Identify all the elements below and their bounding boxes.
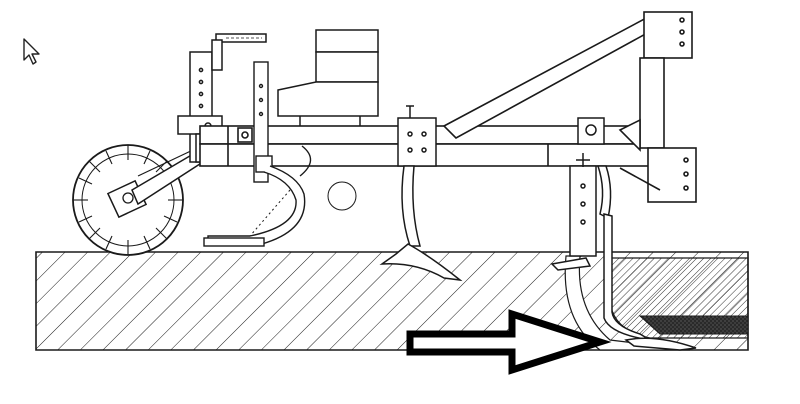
deep-shank	[550, 117, 697, 351]
diagonal-brace	[442, 11, 697, 203]
sweep-shoe	[379, 243, 463, 282]
seed-tube	[203, 61, 357, 247]
press-wheel	[72, 139, 215, 256]
deep-furrow-opener	[603, 213, 651, 341]
furrow-section	[564, 255, 749, 351]
mouse-pointer-icon	[22, 38, 42, 66]
direction-arrow-icon	[406, 309, 612, 375]
seed-layer	[638, 315, 749, 335]
cultivator-shank	[379, 105, 463, 282]
seed-hopper	[277, 29, 379, 126]
